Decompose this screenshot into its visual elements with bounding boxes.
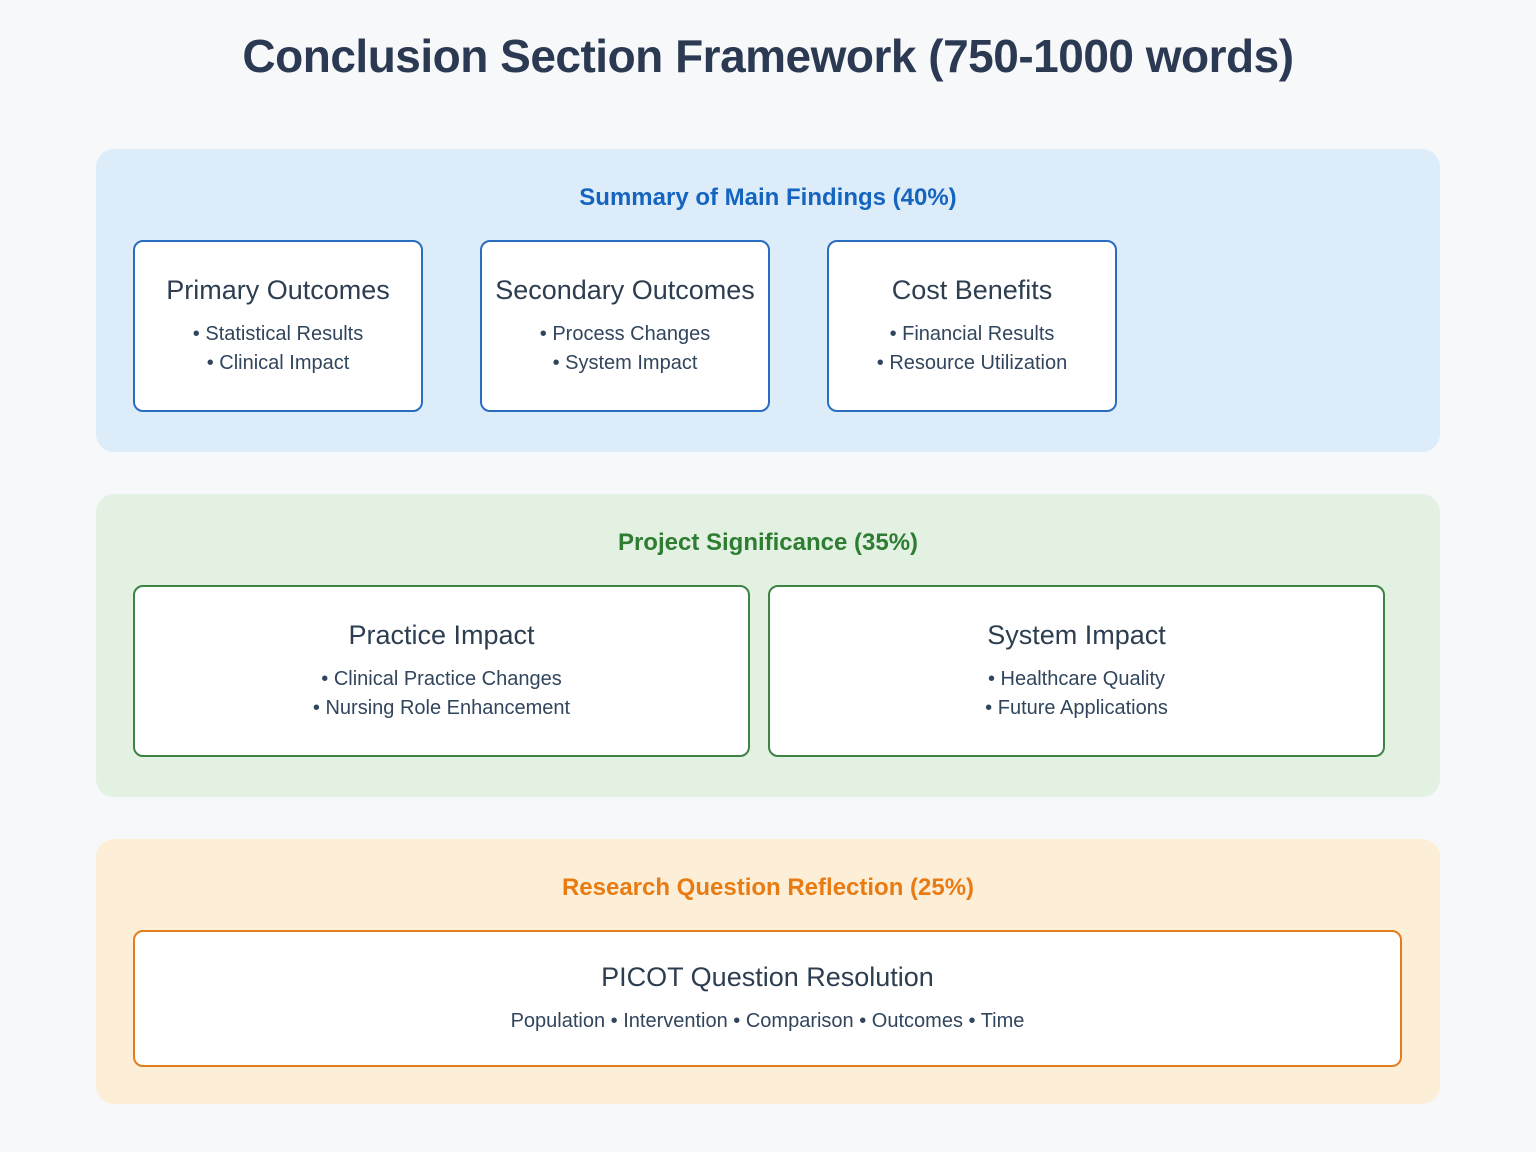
card-title: Cost Benefits xyxy=(891,275,1053,306)
card-title: Practice Impact xyxy=(348,620,535,651)
card-cost-benefits: Cost Benefits • Financial Results • Reso… xyxy=(827,239,1117,412)
card-practice-impact: Practice Impact • Clinical Practice Chan… xyxy=(133,584,750,757)
card-bullet: • Statistical Results xyxy=(192,322,364,345)
card-bullet: • Future Applications xyxy=(985,696,1168,719)
significance-cards-row: Practice Impact • Clinical Practice Chan… xyxy=(96,584,1440,757)
card-system-impact: System Impact • Healthcare Quality • Fut… xyxy=(768,584,1385,757)
card-bullet: • Process Changes xyxy=(539,322,711,345)
section-project-significance: Project Significance (35%) Practice Impa… xyxy=(96,493,1440,797)
card-title: Secondary Outcomes xyxy=(495,275,755,306)
card-picot-question-resolution: PICOT Question Resolution Population • I… xyxy=(133,929,1402,1067)
card-secondary-outcomes: Secondary Outcomes • Process Changes • S… xyxy=(480,239,770,412)
card-subtitle: Population • Intervention • Comparison •… xyxy=(510,1009,1025,1032)
summary-cards-row: Primary Outcomes • Statistical Results •… xyxy=(96,239,1440,412)
card-bullet: • Healthcare Quality xyxy=(987,667,1166,690)
section-summary-of-main-findings: Summary of Main Findings (40%) Primary O… xyxy=(96,148,1440,452)
card-bullet: • Clinical Practice Changes xyxy=(321,667,562,690)
card-bullet: • Clinical Impact xyxy=(206,351,350,374)
card-title: Primary Outcomes xyxy=(166,275,390,306)
page-title: Conclusion Section Framework (750-1000 w… xyxy=(242,30,1294,82)
card-title: System Impact xyxy=(987,620,1166,651)
section-significance-heading: Project Significance (35%) xyxy=(617,528,919,556)
card-bullet: • System Impact xyxy=(552,351,698,374)
section-summary-heading: Summary of Main Findings (40%) xyxy=(579,183,957,211)
card-bullet: • Resource Utilization xyxy=(876,351,1068,374)
section-reflection-heading: Research Question Reflection (25%) xyxy=(561,873,975,901)
card-title: PICOT Question Resolution xyxy=(601,962,934,993)
card-primary-outcomes: Primary Outcomes • Statistical Results •… xyxy=(133,239,423,412)
reflection-cards-row: PICOT Question Resolution Population • I… xyxy=(96,929,1440,1067)
card-bullet: • Financial Results xyxy=(889,322,1055,345)
section-research-question-reflection: Research Question Reflection (25%) PICOT… xyxy=(96,838,1440,1104)
card-bullet: • Nursing Role Enhancement xyxy=(312,696,571,719)
